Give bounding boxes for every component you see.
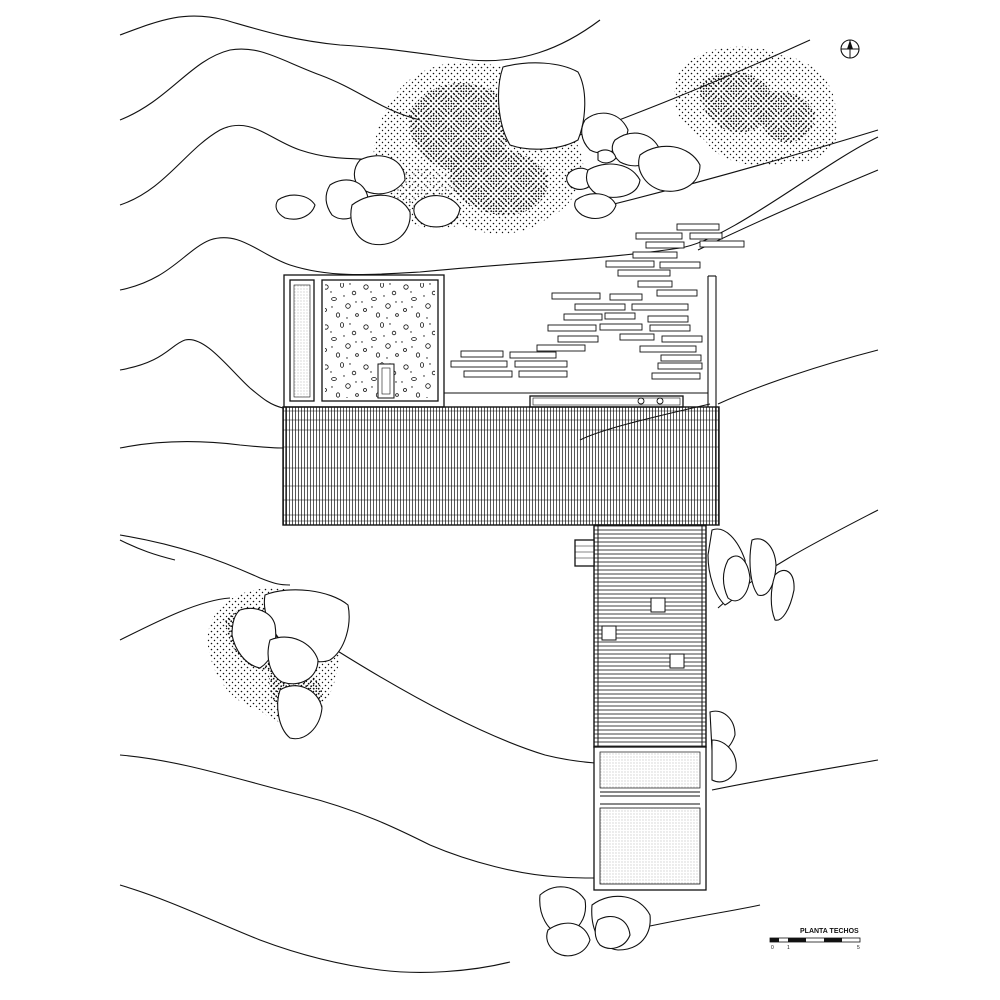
main-roof — [282, 406, 720, 526]
skylight — [669, 653, 685, 669]
north-arrow-icon — [840, 39, 860, 59]
scale-bar: 0 1 5 — [769, 937, 861, 951]
drawing-title: PLANTA TECHOS — [800, 928, 859, 935]
skylight — [650, 597, 666, 613]
scale-label-5: 5 — [857, 945, 860, 951]
boulders-south — [539, 886, 651, 957]
boulders-north — [275, 62, 701, 246]
tree-canopy-north — [373, 62, 584, 234]
upper-service-block — [283, 274, 445, 408]
terrace-slab — [444, 275, 717, 408]
scale-label-0: 0 — [771, 945, 774, 951]
wing-roof — [593, 524, 707, 748]
entry-steps — [574, 539, 595, 567]
tree-canopy-northeast — [674, 46, 838, 166]
skylight — [601, 625, 617, 641]
boulders-east — [707, 528, 795, 783]
drawing-title-block: PLANTA TECHOS 0 1 5 — [769, 928, 861, 951]
stepping-stone-pavers — [450, 223, 745, 380]
scale-label-1: 1 — [787, 945, 790, 951]
boulders-west — [231, 589, 350, 740]
terrain-contours — [119, 15, 879, 973]
pool-deck — [593, 746, 707, 891]
